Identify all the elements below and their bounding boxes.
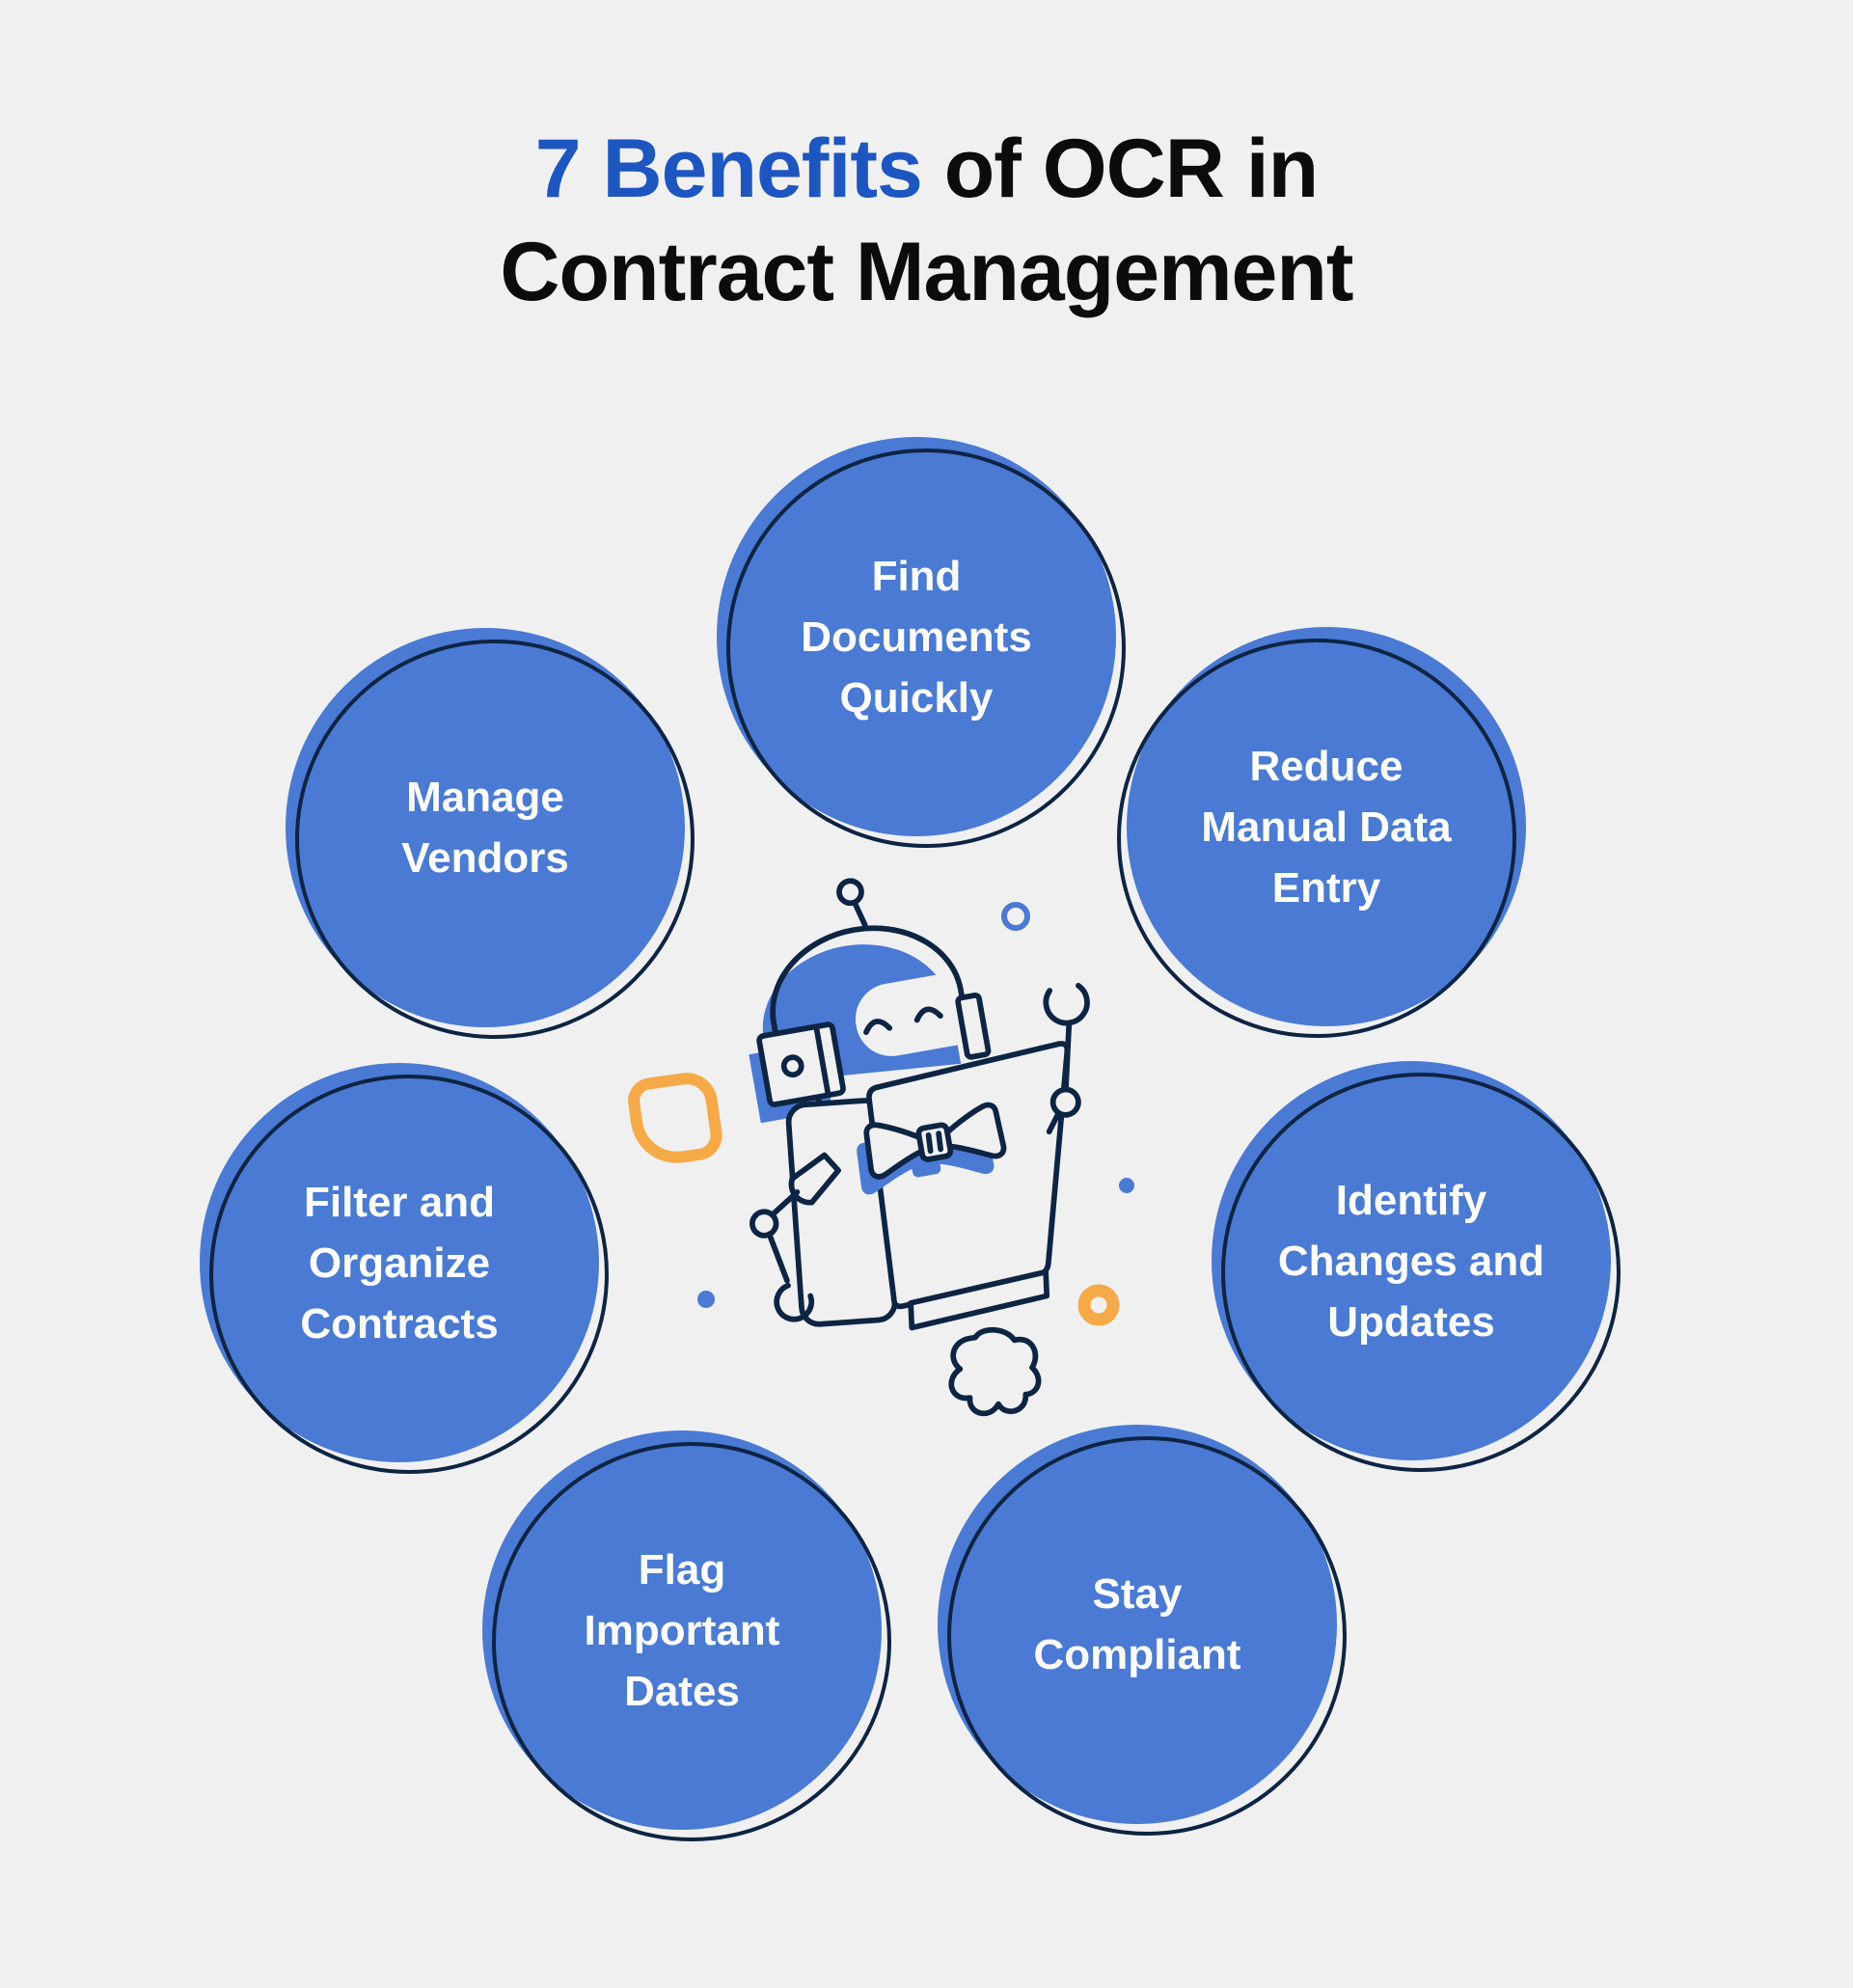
benefit-label: Reduce Manual Data Entry <box>1201 742 1452 912</box>
benefit-bubble-reduce-manual-data: Reduce Manual Data Entry <box>1117 627 1526 1038</box>
robot-eye-right <box>913 1006 943 1023</box>
bubble-outline-ring <box>295 640 695 1039</box>
blue-dot-icon <box>697 1291 715 1308</box>
robot-eye-left <box>863 1019 893 1035</box>
title-highlight: 7 Benefits <box>534 123 923 215</box>
bubble-outline-ring <box>1117 639 1516 1038</box>
robot-mascot-illustration <box>628 878 1134 1417</box>
bubble-outline-ring <box>492 1442 891 1841</box>
benefit-bubble-identify-changes: Identify Changes and Updates <box>1212 1061 1621 1472</box>
page-title: 7 Benefits of OCR in Contract Management <box>0 118 1853 324</box>
title-line1-rest: of OCR in <box>921 123 1320 215</box>
robot-gripper-icon <box>1043 982 1090 1026</box>
orange-ring-icon <box>1077 1284 1120 1326</box>
robot-antenna <box>836 878 868 928</box>
bubble-outline-ring <box>947 1436 1347 1836</box>
robot-ear-right <box>955 993 992 1060</box>
benefit-label: Filter and Organize Contracts <box>300 1178 499 1348</box>
robot-mascot <box>749 878 1090 1417</box>
robot-arm-right <box>1043 982 1090 1135</box>
orange-leaf-square-icon <box>628 1073 722 1163</box>
robot-bow-tie-icon <box>857 1102 1007 1195</box>
benefit-label: Manage Vendors <box>401 774 569 882</box>
title-line2: Contract Management <box>500 226 1353 318</box>
robot-flame-icon <box>948 1326 1042 1417</box>
benefit-bubble-stay-compliant: Stay Compliant <box>938 1425 1347 1836</box>
benefit-label: Identify Changes and Updates <box>1277 1176 1545 1346</box>
blue-dot-icon <box>1119 1178 1134 1193</box>
benefit-label: Find Documents Quickly <box>801 552 1032 722</box>
benefit-label: Flag Important Dates <box>584 1545 780 1715</box>
title-line1: 7 Benefits of OCR in <box>0 118 1853 221</box>
bubble-outline-ring <box>726 449 1126 848</box>
benefit-bubble-manage-vendors: Manage Vendors <box>286 628 695 1039</box>
benefit-label: Stay Compliant <box>1033 1570 1241 1678</box>
bubble-outline-ring <box>1221 1073 1621 1472</box>
benefit-bubble-filter-contracts: Filter and Organize Contracts <box>200 1063 609 1474</box>
benefit-bubble-find-documents: Find Documents Quickly <box>717 437 1126 848</box>
robot-ear-left <box>749 1021 846 1124</box>
bubble-outline-ring <box>209 1075 609 1474</box>
benefit-bubble-flag-dates: Flag Important Dates <box>482 1430 891 1841</box>
robot-arm-left <box>749 1152 841 1322</box>
robot-funnel-icon <box>788 1152 841 1206</box>
blue-ring-icon <box>1001 902 1030 931</box>
